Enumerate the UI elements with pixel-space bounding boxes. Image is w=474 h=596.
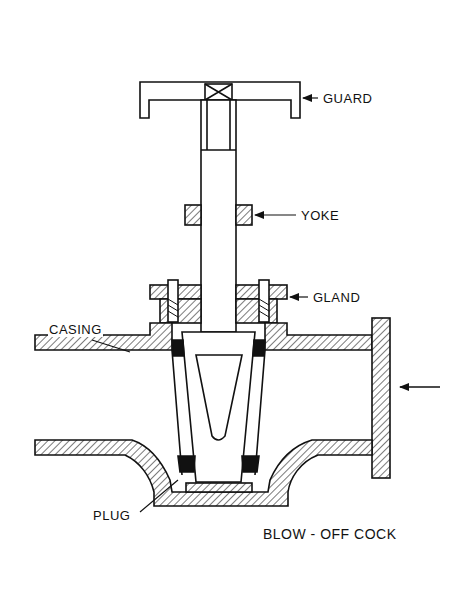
bolt-thread — [168, 299, 178, 317]
gland-body — [236, 299, 277, 323]
packing — [178, 456, 195, 472]
bolt-thread — [259, 299, 269, 317]
flow-arrow — [400, 386, 440, 388]
part-label: YOKE — [300, 208, 340, 223]
part-label: CASING — [48, 322, 103, 337]
stem — [201, 100, 236, 332]
caption: BLOW - OFF COCK — [262, 526, 398, 542]
casing-wall — [265, 323, 372, 350]
part-label: PLUG — [92, 508, 131, 523]
packing — [242, 456, 259, 472]
gland-bolt — [168, 280, 178, 322]
guard-square-cross — [205, 84, 232, 100]
guard-square — [205, 84, 232, 100]
part-label: GLAND — [312, 290, 361, 305]
leader-line — [140, 480, 178, 512]
part-label: GUARD — [322, 91, 373, 106]
leader-arrow — [303, 97, 318, 98]
casing-flange — [372, 318, 390, 478]
plug-bottom-plate — [186, 483, 252, 492]
leader-arrow — [255, 214, 296, 215]
yoke — [236, 205, 252, 225]
plug-port — [196, 355, 242, 440]
gland-body — [160, 299, 201, 323]
packing — [172, 340, 184, 356]
gland-bolt — [259, 280, 269, 322]
leader-arrow — [290, 296, 308, 297]
casing-wall — [35, 323, 172, 350]
stem-neck — [201, 100, 236, 150]
packing — [253, 340, 265, 356]
leader-line — [92, 340, 130, 352]
yoke — [185, 205, 201, 225]
